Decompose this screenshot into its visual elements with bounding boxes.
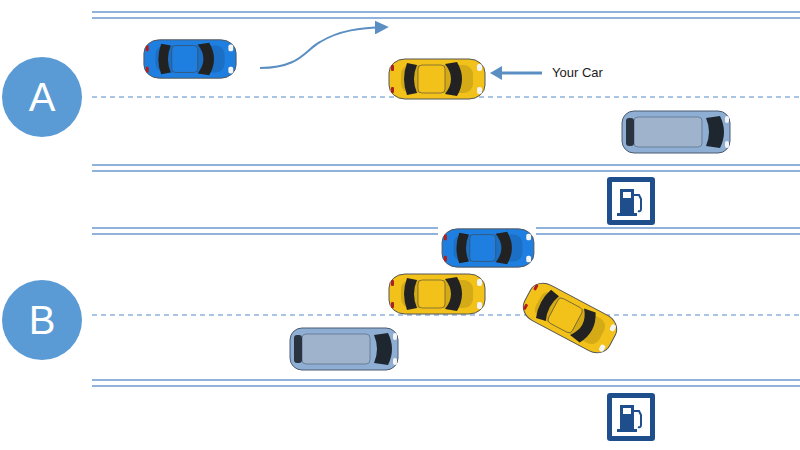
pointer-label: Your Car	[552, 65, 603, 80]
section-circle: B	[2, 280, 82, 360]
section-letter: B	[29, 300, 56, 340]
section-circle: A	[2, 57, 82, 137]
section-letter: A	[29, 77, 56, 117]
